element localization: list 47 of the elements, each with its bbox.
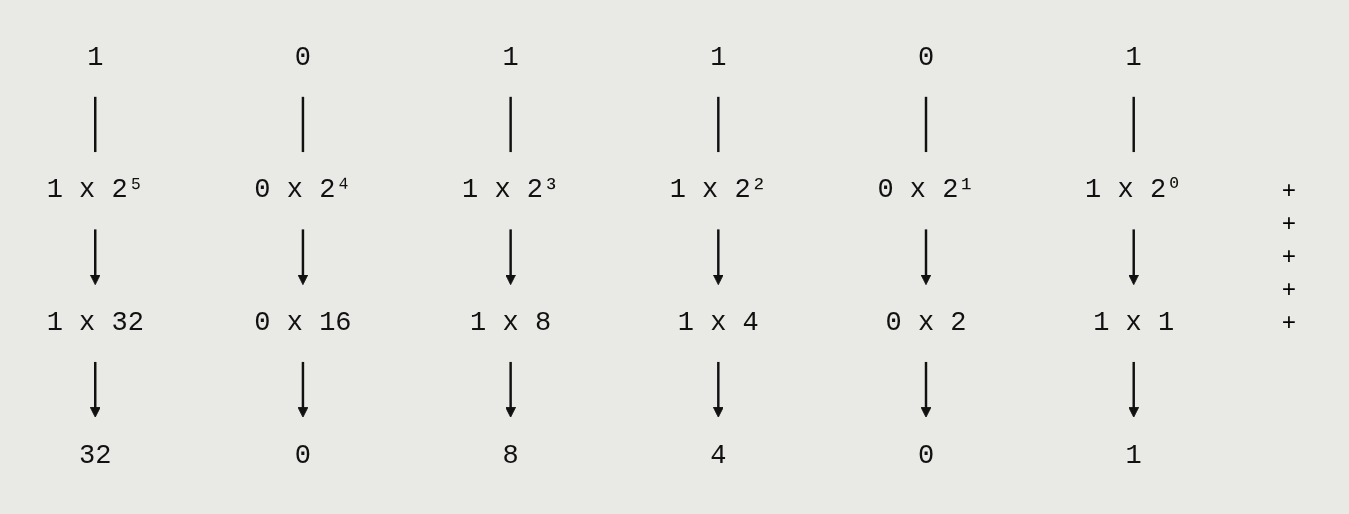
plus-sign: +	[1281, 243, 1297, 271]
node-text: 1	[502, 42, 519, 74]
node-text: 1	[1125, 440, 1142, 472]
arrow	[297, 229, 309, 286]
node-text: 1 x 1	[1093, 307, 1175, 339]
node-text: 0	[294, 440, 312, 472]
node-text: 0	[917, 440, 935, 472]
arrow	[712, 229, 724, 286]
node-text: 1 x 2⁵	[46, 175, 144, 207]
arrow	[920, 229, 932, 286]
node-text: 1	[87, 42, 104, 74]
arrow	[505, 229, 517, 286]
arrow	[297, 361, 309, 418]
node-text: 0	[294, 42, 312, 74]
connector	[717, 96, 720, 153]
connector	[924, 96, 928, 153]
node-text: 0 x 16	[254, 307, 352, 339]
node-text: 0 x 2⁴	[254, 175, 352, 207]
node-text: 1 x 2³	[462, 175, 560, 207]
arrow	[89, 361, 101, 418]
node-text: 1 x 2²	[669, 175, 767, 207]
connector	[1132, 96, 1135, 153]
node-text: 1 x 2⁰	[1085, 175, 1183, 207]
arrow	[505, 361, 517, 418]
node-text: 1 x 4	[677, 307, 759, 339]
node-text: 4	[710, 440, 727, 472]
node-text: 1	[710, 42, 727, 74]
arrow	[1128, 229, 1140, 286]
node-text: 8	[502, 440, 519, 472]
arrow	[920, 361, 932, 418]
plus-sign: +	[1281, 177, 1297, 205]
node-text: 32	[79, 440, 112, 472]
plus-sign: +	[1281, 309, 1297, 337]
arrow	[712, 361, 724, 418]
connector	[94, 96, 97, 153]
arrow	[89, 229, 101, 286]
connector	[509, 96, 512, 153]
node-text: 0 x 2¹	[877, 175, 975, 207]
plus-sign: +	[1281, 210, 1297, 238]
node-text: 0 x 2	[885, 307, 967, 339]
connector	[301, 96, 305, 153]
node-text: 1 x 32	[46, 307, 144, 339]
plus-sign: +	[1281, 276, 1297, 304]
arrow	[1128, 361, 1140, 418]
node-text: 0	[917, 42, 935, 74]
node-text: 1	[1125, 42, 1142, 74]
node-text: 1 x 8	[470, 307, 552, 339]
